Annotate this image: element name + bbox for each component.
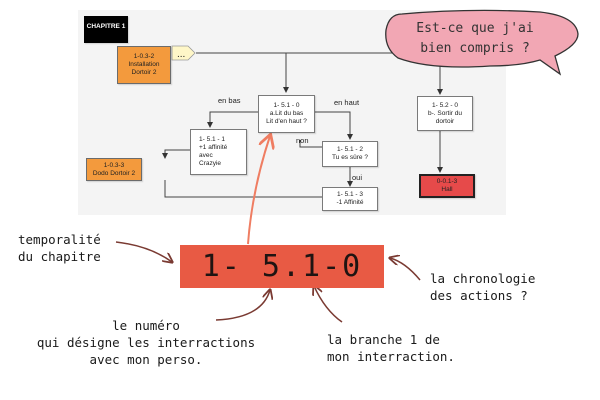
sortir-node[interactable]: 1- 5.2 - 0 b-. Sortir du dortoir (417, 96, 473, 131)
annotation-branche: la branche 1 de mon interraction. (327, 332, 455, 364)
ellipsis-label: ... (177, 49, 186, 60)
affinite-plus-node[interactable]: 1- 5.1 - 1 +1 affinité avec Crazyie (190, 129, 247, 175)
annotation-chronologie: la chronologie des actions ? (430, 271, 536, 303)
affinite-moins-node[interactable]: 1- 5.1 - 3 -1 Affinité (322, 187, 378, 211)
speech-bubble (385, 9, 579, 76)
edge-label-en-bas: en bas (218, 96, 241, 105)
annotation-numero: le numéro qui désigne les interractions … (36, 318, 256, 367)
main-question-node[interactable]: 1- 5.1 - 0 a.Lit du bas Lit d'en haut ? (258, 95, 315, 133)
bubble-text: Est-ce que j'ai bien compris ? (416, 21, 534, 56)
installation-node[interactable]: 1-0.3-2 Installation Dortoir 2 (117, 46, 171, 84)
dodo-node[interactable]: 1-0.3-3 Dodo Dortoir 2 (86, 158, 142, 181)
chapter-node[interactable]: CHAPITRE 1 (84, 16, 128, 43)
edge-label-non: non (296, 136, 309, 145)
hall-node[interactable]: 0-0.1-3 Hall (419, 174, 475, 198)
chapter-arrow-shape (171, 45, 196, 61)
edge-label-en-haut: en haut (334, 98, 360, 107)
code-box: 1- 5.1-0 (180, 245, 384, 288)
tu-es-sure-node[interactable]: 1- 5.1 - 2 Tu es sûre ? (322, 141, 378, 167)
annotation-temporalite: temporalité du chapitre (18, 232, 101, 264)
edge-label-oui: oui (352, 173, 363, 182)
